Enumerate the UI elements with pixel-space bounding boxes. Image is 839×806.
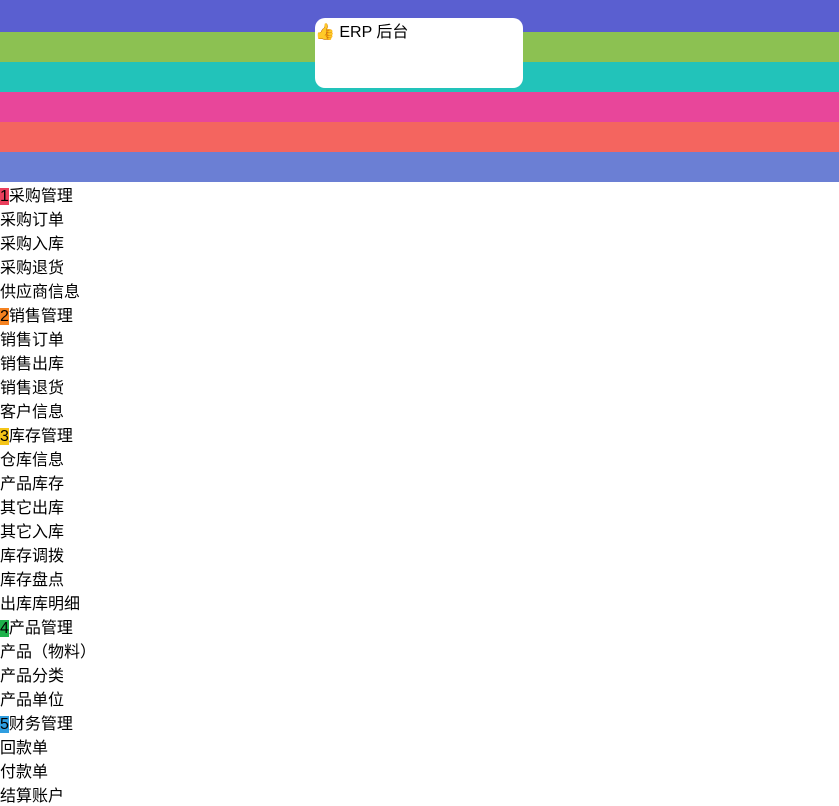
- branch-index-badge: 1: [0, 188, 9, 205]
- branch-header-财务管理[interactable]: 5财务管理: [0, 710, 150, 734]
- leaf-node[interactable]: 仓库信息: [0, 446, 150, 470]
- leaf-node-label: 产品（物料）: [0, 644, 97, 661]
- leaf-node[interactable]: 付款单: [0, 758, 150, 782]
- branch-title-label: 采购管理: [8, 188, 73, 205]
- leaf-node[interactable]: 其它入库: [0, 518, 150, 542]
- drop-stub-col-5: [0, 152, 839, 182]
- branch-index-badge: 2: [0, 308, 9, 325]
- leaf-node[interactable]: 产品库存: [0, 470, 150, 494]
- leaf-node-label: 产品分类: [0, 668, 65, 685]
- branch-title-label: 财务管理: [8, 716, 73, 733]
- branch-header-产品管理[interactable]: 4产品管理: [0, 614, 150, 638]
- leaf-node[interactable]: 产品分类: [0, 662, 150, 686]
- leaf-node-label: 其它出库: [0, 500, 65, 517]
- leaf-node[interactable]: 产品（物料）: [0, 638, 150, 662]
- leaf-node-label: 产品库存: [0, 476, 65, 493]
- leaf-node-label: 仓库信息: [0, 452, 65, 469]
- leaf-node[interactable]: 结算账户: [0, 782, 150, 806]
- leaf-node-label: 客户信息: [0, 404, 65, 421]
- leaf-node-label: 其它入库: [0, 524, 65, 541]
- branch-leaf-list: 产品（物料） 产品分类产品单位: [0, 638, 150, 710]
- leaf-node-label: 付款单: [0, 764, 49, 781]
- leaf-node-label: 采购退货: [0, 260, 65, 277]
- leaf-node[interactable]: 其它出库: [0, 494, 150, 518]
- leaf-node[interactable]: 供应商信息: [0, 278, 150, 302]
- leaf-node-label: 采购入库: [0, 236, 65, 253]
- leaf-node[interactable]: 采购入库: [0, 230, 150, 254]
- leaf-node[interactable]: 产品单位: [0, 686, 150, 710]
- branch-leaf-list: 仓库信息产品库存其它出库其它入库库存调拨库存盘点出库库明细: [0, 446, 150, 614]
- branch-header-销售管理[interactable]: 2销售管理: [0, 302, 150, 326]
- connector-layer: [0, 0, 839, 182]
- branch-column-产品管理: 4产品管理产品（物料） 产品分类产品单位: [0, 614, 150, 710]
- branch-header-库存管理[interactable]: 3库存管理: [0, 422, 150, 446]
- leaf-node-label: 销售退货: [0, 380, 65, 397]
- branch-column-库存管理: 3库存管理仓库信息产品库存其它出库其它入库库存调拨库存盘点出库库明细: [0, 422, 150, 614]
- leaf-node-label: 结算账户: [0, 788, 65, 805]
- branch-title-label: 销售管理: [8, 308, 73, 325]
- leaf-node-label: 销售出库: [0, 356, 65, 373]
- leaf-node-label: 库存调拨: [0, 548, 65, 565]
- branch-title-label: 产品管理: [8, 620, 73, 637]
- branch-leaf-list: 回款单付款单结算账户: [0, 734, 150, 806]
- leaf-node[interactable]: 采购退货: [0, 254, 150, 278]
- leaf-node[interactable]: 出库库明细: [0, 590, 150, 614]
- root-node-erp-backend[interactable]: 👍 ERP 后台: [315, 18, 523, 88]
- leaf-node-label: 出库库明细: [0, 596, 81, 613]
- leaf-node[interactable]: 采购订单: [0, 206, 150, 230]
- branch-index-badge: 3: [0, 428, 9, 445]
- leaf-node[interactable]: 销售退货: [0, 374, 150, 398]
- branch-column-采购管理: 1采购管理采购订单采购入库采购退货供应商信息: [0, 182, 150, 302]
- root-node-label: ERP 后台: [339, 24, 409, 41]
- leaf-node[interactable]: 库存盘点: [0, 566, 150, 590]
- branch-index-badge: 4: [0, 620, 9, 637]
- leaf-node[interactable]: 销售出库: [0, 350, 150, 374]
- leaf-node-label: 供应商信息: [0, 284, 81, 301]
- branch-header-采购管理[interactable]: 1采购管理: [0, 182, 150, 206]
- drop-stub-col-4: [0, 122, 839, 152]
- branch-leaf-list: 销售订单销售出库销售退货客户信息: [0, 326, 150, 422]
- branch-column-财务管理: 5财务管理回款单付款单结算账户: [0, 710, 150, 806]
- branch-column-销售管理: 2销售管理销售订单销售出库销售退货客户信息: [0, 302, 150, 422]
- drop-stub-col-3: [0, 92, 839, 122]
- thumbs-up-icon: 👍: [315, 24, 335, 41]
- leaf-node-label: 回款单: [0, 740, 49, 757]
- branch-index-badge: 5: [0, 716, 9, 733]
- leaf-node[interactable]: 销售订单: [0, 326, 150, 350]
- branch-title-label: 库存管理: [8, 428, 73, 445]
- leaf-node-label: 库存盘点: [0, 572, 65, 589]
- leaf-node-label: 采购订单: [0, 212, 65, 229]
- branch-leaf-list: 采购订单采购入库采购退货供应商信息: [0, 206, 150, 302]
- leaf-node[interactable]: 库存调拨: [0, 542, 150, 566]
- leaf-node-label: 销售订单: [0, 332, 65, 349]
- leaf-node-label: 产品单位: [0, 692, 65, 709]
- leaf-node[interactable]: 回款单: [0, 734, 150, 758]
- leaf-node[interactable]: 客户信息: [0, 398, 150, 422]
